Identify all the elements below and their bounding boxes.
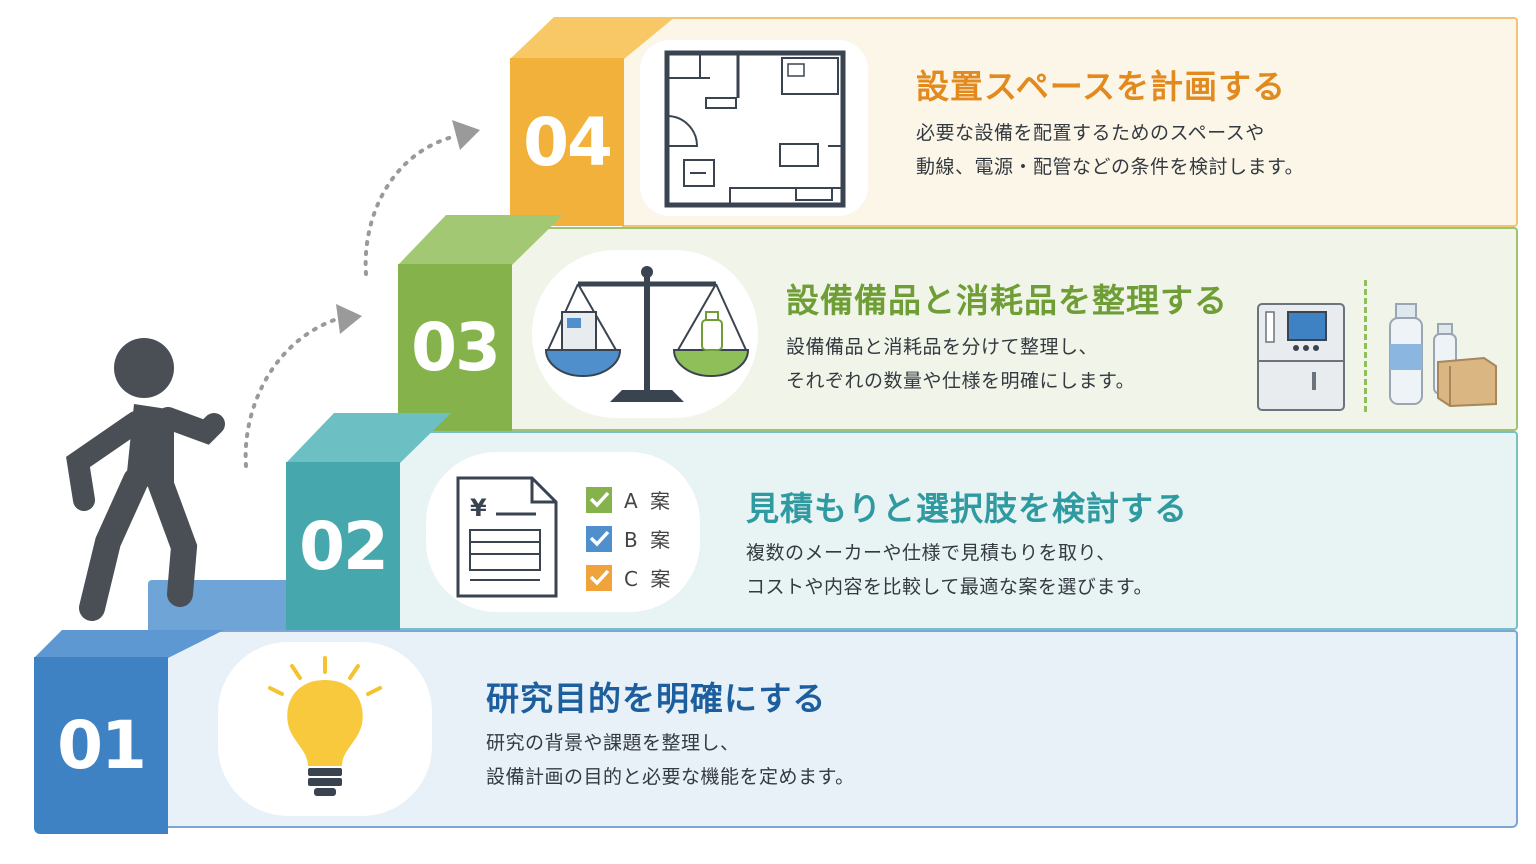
step-02-top-face — [286, 413, 451, 463]
currency-symbol: ¥ — [470, 494, 487, 522]
step-01-desc-line-2: 設備計画の目的と必要な機能を定めます。 — [486, 766, 855, 788]
step-04-title: 設置スペースを計画する — [916, 67, 1287, 106]
checkbox-blue-icon — [586, 525, 612, 552]
step-01-title: 研究目的を明確にする — [486, 679, 827, 718]
step-03-desc-line-2: それぞれの数量や仕様を明確にします。 — [786, 370, 1136, 392]
progress-arrow-upper — [363, 120, 480, 276]
step-04-desc-line-1: 必要な設備を配置するためのスペースや — [916, 122, 1265, 144]
step-03-description: 設備備品と消耗品を分けて整理し、 それぞれの数量や仕様を明確にします。 — [786, 330, 1135, 398]
option-b: B 案 — [586, 519, 673, 558]
option-list: A 案 B 案 C 案 — [586, 480, 673, 597]
step-02-desc-line-1: 複数のメーカーや仕様で見積もりを取り、 — [746, 542, 1116, 564]
option-a-label: A 案 — [624, 489, 674, 513]
balance-scale-icon — [544, 266, 750, 402]
step-02-title: 見積もりと選択肢を検討する — [746, 489, 1188, 528]
step-04-description: 必要な設備を配置するためのスペースや 動線、電源・配管などの条件を検討します。 — [916, 116, 1304, 184]
step-04-top-face — [510, 17, 675, 59]
equipment-machine-icon — [1257, 303, 1345, 411]
step-03-title: 設備備品と消耗品を整理する — [786, 281, 1228, 320]
progress-arrow-lower — [243, 304, 362, 468]
option-c: C 案 — [586, 558, 673, 597]
step-02-desc-line-2: コストや内容を比較して最適な案を選びます。 — [746, 576, 1154, 598]
step-02-number: 02 — [286, 462, 400, 630]
quote-document-icon — [456, 476, 558, 598]
step-01-top-face — [34, 630, 224, 658]
step-02-description: 複数のメーカーや仕様で見積もりを取り、 コストや内容を比較して最適な案を選びます… — [746, 536, 1153, 604]
step-03-number: 03 — [398, 264, 512, 431]
supplies-divider — [1364, 280, 1367, 412]
step-04-number: 04 — [510, 58, 624, 226]
person-climbing-icon — [66, 338, 225, 621]
step-03-desc-line-1: 設備備品と消耗品を分けて整理し、 — [786, 336, 1099, 358]
step-03-top-face — [398, 215, 563, 265]
step-01-number: 01 — [34, 657, 168, 834]
option-b-label: B 案 — [624, 528, 674, 552]
option-a: A 案 — [586, 480, 673, 519]
step-04-desc-line-2: 動線、電源・配管などの条件を検討します。 — [916, 156, 1305, 178]
checkbox-green-icon — [586, 486, 612, 513]
step-01-desc-line-1: 研究の背景や課題を整理し、 — [486, 732, 740, 754]
consumables-bottles-icon — [1389, 303, 1497, 408]
checkbox-orange-icon — [586, 564, 612, 591]
step-01-description: 研究の背景や課題を整理し、 設備計画の目的と必要な機能を定めます。 — [486, 726, 855, 794]
floor-plan-icon — [664, 50, 846, 208]
option-c-label: C 案 — [624, 567, 674, 591]
lightbulb-icon — [268, 656, 382, 796]
